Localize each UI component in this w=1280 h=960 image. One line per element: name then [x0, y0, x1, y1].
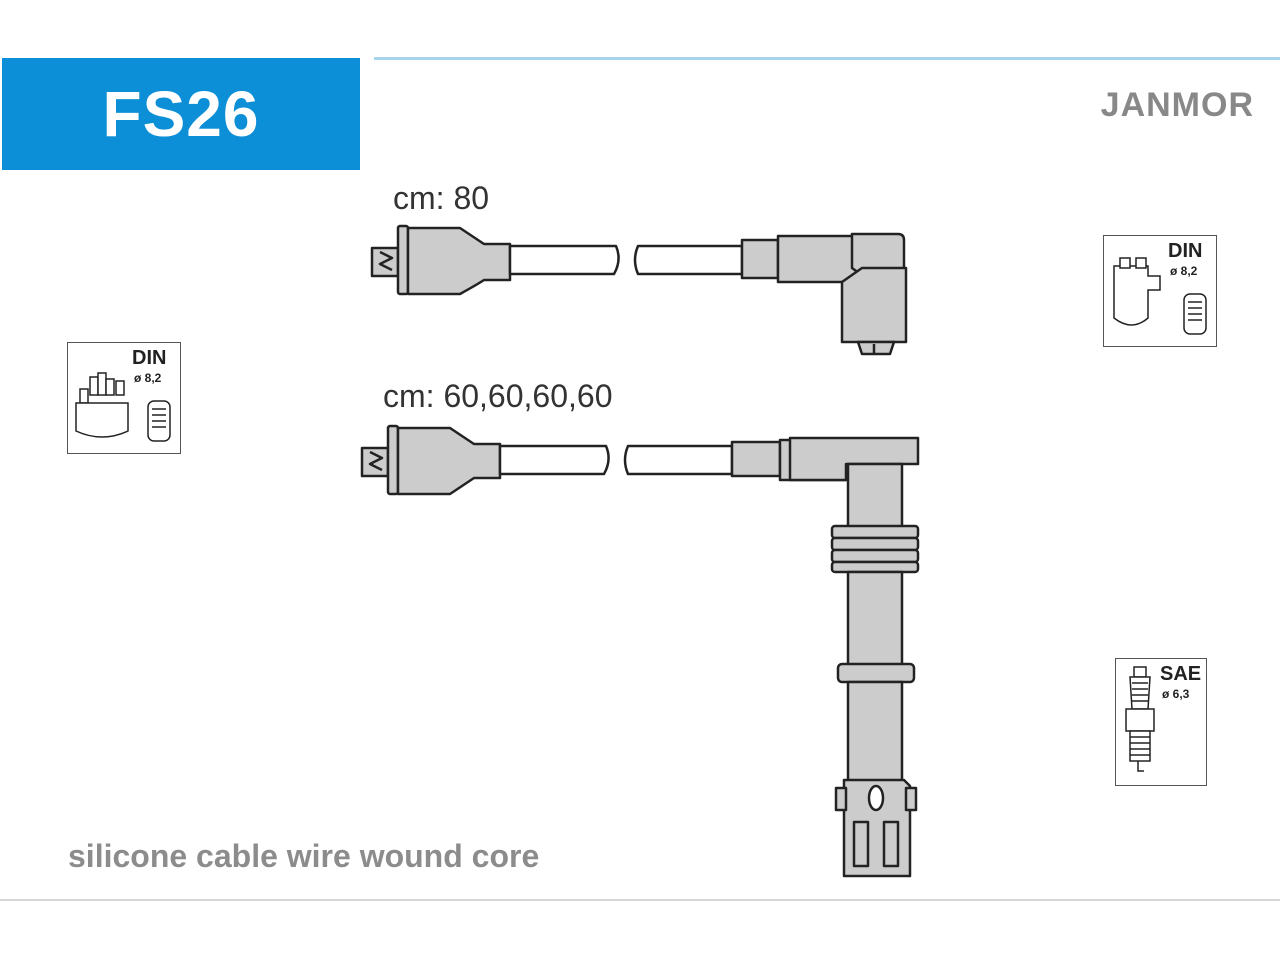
din-label-right: DIN: [1168, 240, 1203, 262]
connector-din-coil: DIN ø 8,2: [1103, 235, 1217, 347]
part-code: FS26: [102, 78, 260, 150]
brand-name: JANMOR: [1100, 86, 1254, 124]
sae-label: SAE: [1160, 663, 1202, 685]
header-rule: [374, 57, 1280, 60]
cable-2: [360, 424, 920, 878]
din-diameter-left: ø 8,2: [134, 371, 162, 385]
cable-1-length-label: cm: 80: [393, 180, 490, 216]
part-code-badge: FS26: [2, 58, 360, 170]
connector-sae-spark-plug: SAE ø 6,3: [1115, 658, 1207, 786]
ignition-coil-icon: [1113, 257, 1207, 335]
spark-plug-icon: [1125, 666, 1155, 772]
cable-2-length-label: cm: 60,60,60,60: [383, 378, 613, 414]
din-label-left: DIN: [132, 347, 167, 369]
cable-description: silicone cable wire wound core: [68, 838, 540, 874]
footer-rule: [0, 899, 1280, 901]
din-diameter-right: ø 8,2: [1170, 264, 1198, 278]
sae-diameter: ø 6,3: [1162, 687, 1190, 701]
connector-din-distributor: DIN ø 8,2: [67, 342, 181, 454]
distributor-cap-icon: [75, 372, 171, 442]
cable-1: [370, 224, 908, 356]
